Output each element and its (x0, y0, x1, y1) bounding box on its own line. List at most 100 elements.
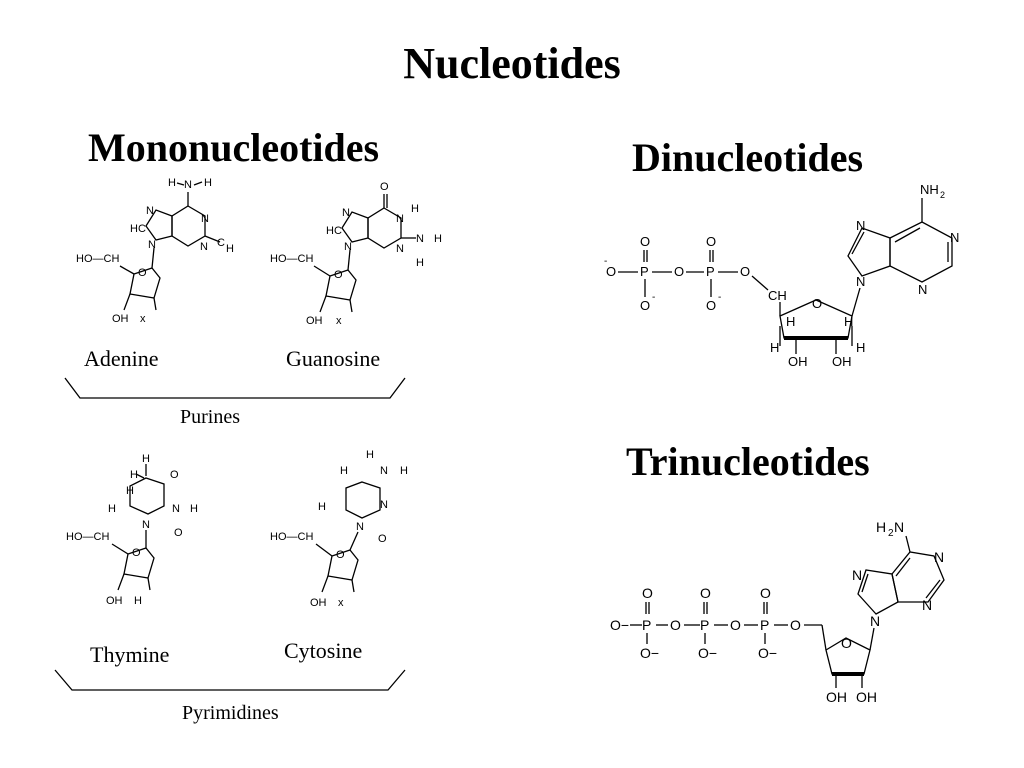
svg-text:N: N (146, 205, 154, 217)
heading-mononucleotides: Mononucleotides (88, 125, 380, 170)
svg-text:O: O (674, 264, 684, 279)
svg-text:HC: HC (326, 225, 342, 237)
svg-text:N: N (922, 597, 932, 613)
svg-text:O: O (760, 585, 771, 601)
svg-text:H: H (366, 449, 374, 461)
svg-text:O: O (174, 527, 183, 539)
svg-text:N: N (934, 549, 944, 565)
guanosine-structure: O N H N N H H N HC N O OH x HO—CH (270, 181, 442, 327)
thymine-structure: H H H O N H O H N O OH H HO—CH (66, 453, 198, 607)
svg-text:HO—CH: HO—CH (76, 253, 119, 265)
adenine-structure: H N H N N C H N HC N O OH x HO—CH (76, 177, 234, 325)
svg-text:N: N (200, 241, 208, 253)
svg-text:x: x (336, 315, 342, 327)
svg-text:O: O (706, 298, 716, 313)
svg-text:N: N (342, 207, 350, 219)
svg-text:H: H (168, 177, 176, 189)
svg-text:O: O (790, 617, 801, 633)
svg-text:HO—CH: HO—CH (270, 253, 313, 265)
svg-text:OH: OH (856, 689, 877, 705)
svg-text:N: N (396, 243, 404, 255)
svg-text:N: N (380, 499, 388, 511)
svg-text:N: N (856, 274, 865, 289)
svg-text:H: H (434, 233, 442, 245)
svg-text:O: O (170, 469, 179, 481)
svg-text:CH: CH (768, 288, 787, 303)
svg-text:O: O (700, 585, 711, 601)
svg-text:NH: NH (920, 182, 939, 197)
svg-text:OH: OH (788, 354, 808, 369)
svg-text:H: H (844, 314, 853, 329)
svg-text:H: H (130, 469, 138, 481)
svg-text:O: O (670, 617, 681, 633)
svg-text:O: O (378, 533, 387, 545)
svg-text:P: P (760, 617, 769, 633)
svg-text:N: N (852, 567, 862, 583)
svg-text:O−: O− (610, 617, 629, 633)
svg-text:P: P (706, 264, 715, 279)
svg-text:H: H (416, 257, 424, 269)
svg-text:OH: OH (106, 595, 123, 607)
svg-text:O: O (606, 264, 616, 279)
svg-text:O: O (706, 234, 716, 249)
svg-text:P: P (700, 617, 709, 633)
svg-text:2: 2 (940, 190, 945, 200)
svg-text:O−: O− (640, 645, 659, 661)
svg-text:H: H (400, 465, 408, 477)
svg-text:P: P (640, 264, 649, 279)
label-cytosine: Cytosine (284, 638, 363, 663)
svg-text:2: 2 (888, 528, 894, 539)
svg-text:N: N (201, 213, 209, 225)
label-thymine: Thymine (90, 642, 170, 667)
svg-text:O: O (730, 617, 741, 633)
svg-text:OH: OH (306, 315, 323, 327)
svg-text:H: H (786, 314, 795, 329)
svg-text:N: N (344, 241, 352, 253)
purines-bracket (64, 377, 406, 399)
svg-text:H: H (876, 519, 886, 535)
svg-text:N: N (356, 521, 364, 533)
svg-text:O: O (380, 181, 389, 193)
svg-text:O: O (812, 296, 822, 311)
svg-text:O: O (336, 549, 345, 561)
svg-text:H: H (226, 243, 234, 255)
svg-text:OH: OH (112, 313, 129, 325)
svg-text:O: O (138, 267, 147, 279)
svg-text:H: H (411, 203, 419, 215)
svg-text:N: N (184, 179, 192, 191)
svg-text:x: x (140, 313, 146, 325)
dinucleotide-structure: O - P O O - O P O O - O CH O H H H H OH (604, 182, 959, 369)
svg-text:O: O (642, 585, 653, 601)
svg-text:O: O (132, 547, 141, 559)
svg-text:O: O (841, 635, 852, 651)
svg-text:N: N (380, 465, 388, 477)
trinucleotide-structure: O− P O O− O P O O− O P O O− O O OH (610, 519, 945, 705)
svg-text:C: C (217, 237, 225, 249)
svg-text:HC: HC (130, 223, 146, 235)
svg-text:O−: O− (758, 645, 777, 661)
svg-text:HO—CH: HO—CH (270, 531, 313, 543)
svg-text:O: O (334, 269, 343, 281)
svg-text:H: H (190, 503, 198, 515)
svg-text:N: N (950, 230, 959, 245)
svg-text:P: P (642, 617, 651, 633)
svg-text:-: - (604, 256, 607, 267)
pyrimidines-bracket (54, 669, 406, 691)
svg-text:OH: OH (832, 354, 852, 369)
svg-text:H: H (134, 595, 142, 607)
svg-text:x: x (338, 597, 344, 609)
cytosine-structure: H N H H N O H N O OH x HO—CH (270, 449, 408, 609)
svg-text:HO—CH: HO—CH (66, 531, 109, 543)
svg-text:OH: OH (826, 689, 847, 705)
svg-text:N: N (870, 613, 880, 629)
heading-dinucleotides: Dinucleotides (632, 135, 864, 180)
svg-text:H: H (318, 501, 326, 513)
svg-text:H: H (340, 465, 348, 477)
svg-text:-: - (652, 292, 655, 303)
svg-text:N: N (142, 519, 150, 531)
svg-text:O: O (640, 234, 650, 249)
svg-text:N: N (894, 519, 904, 535)
svg-text:N: N (416, 233, 424, 245)
svg-text:O: O (640, 298, 650, 313)
svg-text:N: N (396, 213, 404, 225)
